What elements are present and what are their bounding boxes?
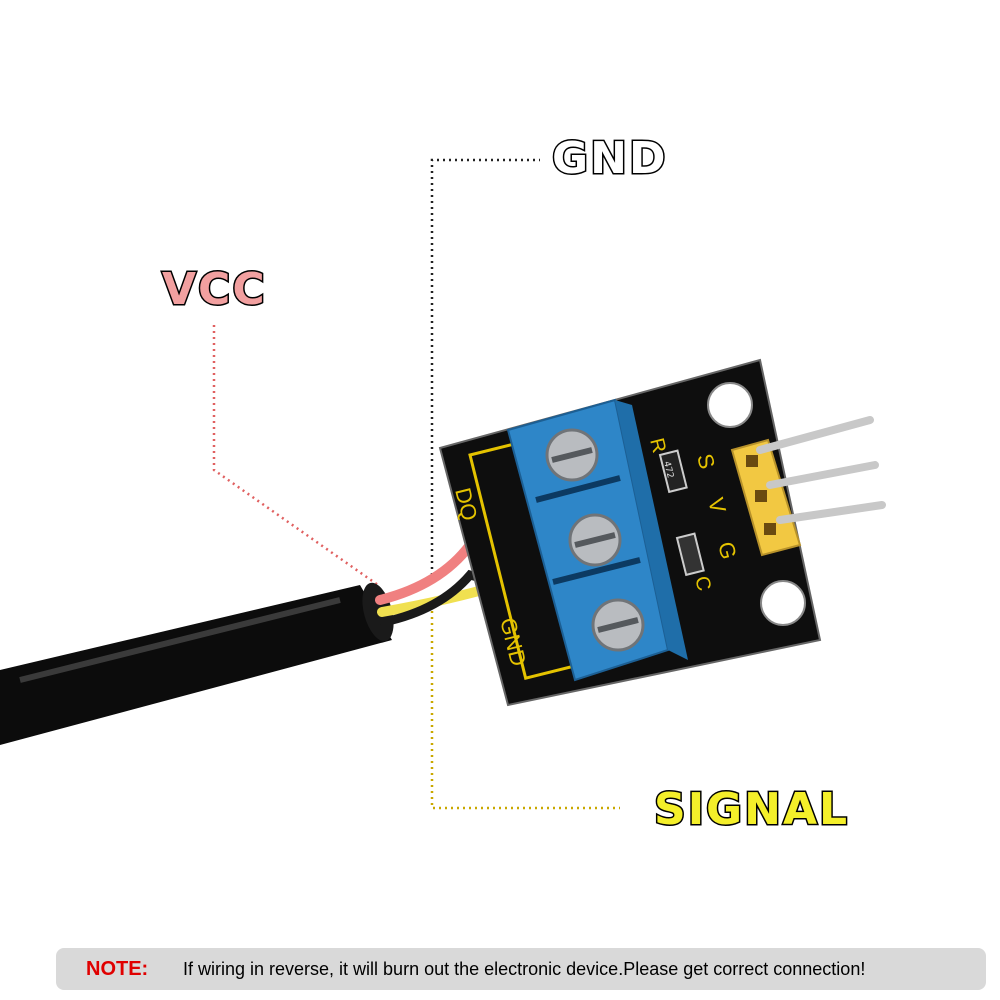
screw-icon	[545, 428, 599, 482]
silk-pin-v: V	[703, 495, 731, 516]
resistor-code: 472	[661, 460, 675, 479]
resistor	[658, 449, 688, 494]
silk-r: R	[645, 436, 670, 455]
pin-header-icon	[730, 416, 886, 557]
silk-pin-s: S	[692, 451, 720, 471]
capacitor	[675, 532, 705, 577]
mounting-hole-icon	[707, 382, 753, 428]
silk-c: C	[690, 574, 715, 593]
cable	[0, 582, 394, 745]
note-label: NOTE:	[86, 958, 149, 980]
silk-pin-g: G	[713, 539, 741, 562]
vcc-leader-line	[212, 325, 379, 587]
note-text: If wiring in reverse, it will burn out t…	[183, 959, 866, 979]
vcc-callout: VCC	[161, 264, 267, 315]
gnd-callout: GND	[550, 133, 668, 184]
gnd-leader-line	[430, 158, 540, 575]
mounting-hole-icon	[760, 580, 806, 626]
signal-leader-line	[430, 605, 620, 810]
screw-icon	[568, 513, 622, 567]
screw-icon	[591, 598, 645, 652]
signal-callout: SIGNAL	[652, 784, 850, 835]
terminal-block	[506, 398, 688, 682]
note-banner: NOTE: If wiring in reverse, it will burn…	[56, 948, 986, 990]
